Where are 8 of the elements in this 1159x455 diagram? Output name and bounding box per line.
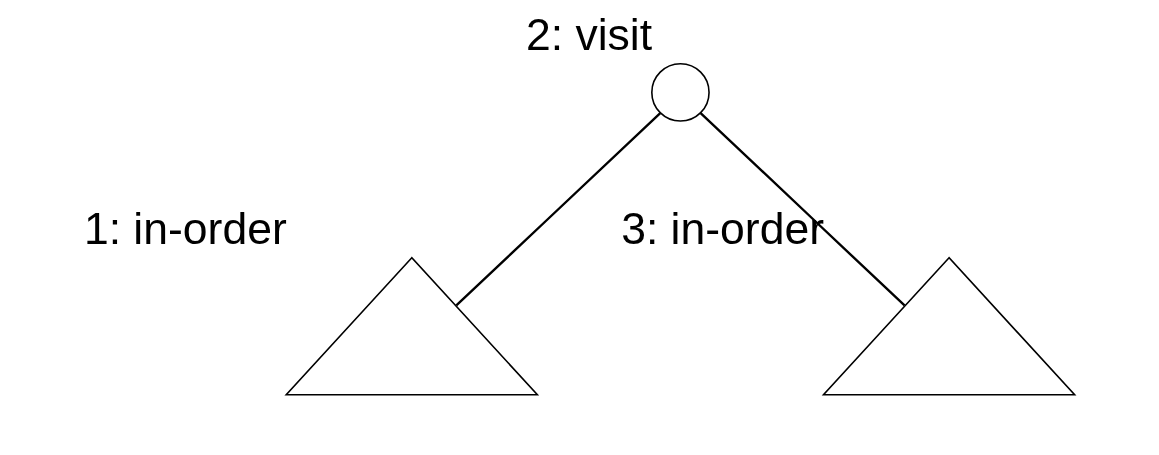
node-label: 2: visit	[525, 10, 653, 60]
node-triangle	[284, 256, 540, 396]
node-triangle	[821, 256, 1077, 396]
connector	[699, 112, 906, 307]
connector	[455, 112, 662, 307]
node-label: 3: in-order	[621, 204, 824, 254]
node-label: 1: in-order	[83, 204, 287, 254]
node-circle	[651, 63, 710, 122]
